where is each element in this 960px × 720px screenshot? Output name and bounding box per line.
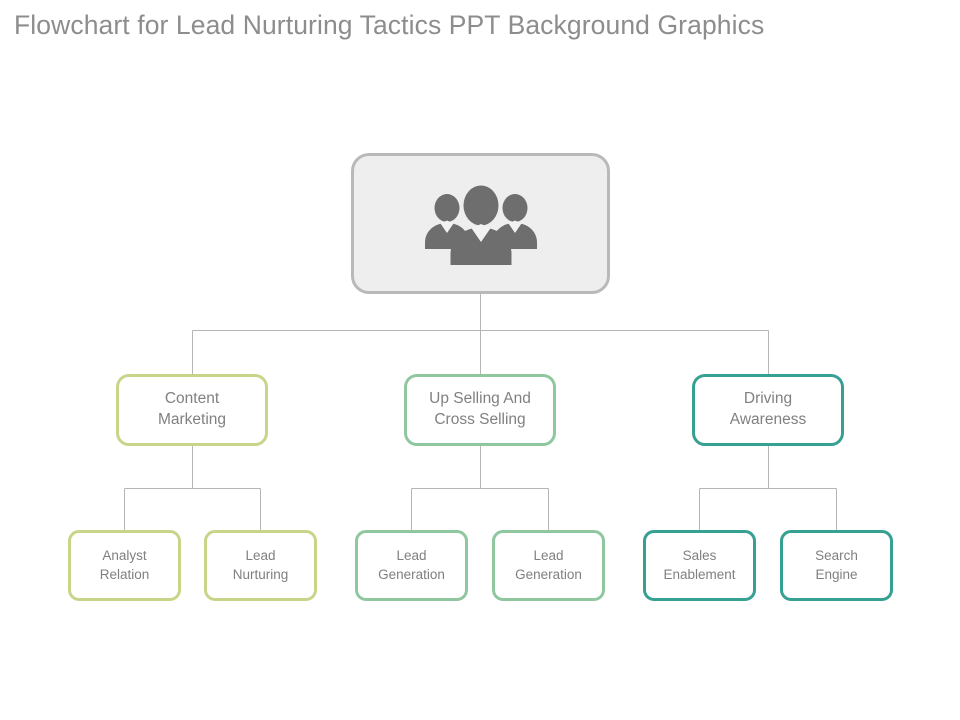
leaf-label-line2: Enablement — [663, 566, 736, 582]
leaf-label-line1: Lead — [245, 548, 276, 564]
branch-label: Up Selling And Cross Selling — [425, 389, 535, 431]
leaf-node-sales-enablement[interactable]: Sales Enablement — [643, 530, 756, 601]
page-title: Flowchart for Lead Nurturing Tactics PPT… — [14, 10, 765, 40]
leaf-label: Lead Generation — [374, 547, 449, 583]
leaf-label-line1: Search — [815, 548, 858, 564]
leaf-label-line1: Lead — [533, 548, 564, 564]
branch-label: Content Marketing — [154, 389, 230, 431]
branch-label-line1: Up Selling And — [429, 390, 531, 408]
branch-node-content-marketing[interactable]: Content Marketing — [116, 374, 268, 446]
leaf-label: Lead Nurturing — [229, 547, 293, 583]
branch-node-up-selling-and-cross-selling[interactable]: Up Selling And Cross Selling — [404, 374, 556, 446]
leaf-label: Analyst Relation — [96, 547, 154, 583]
leaf-label-line2: Nurturing — [232, 566, 289, 582]
leaf-node-lead-nurturing[interactable]: Lead Nurturing — [204, 530, 317, 601]
branch-label-line2: Awareness — [729, 411, 807, 428]
leaf-label: Lead Generation — [511, 547, 586, 583]
leaf-node-search-engine[interactable]: Search Engine — [780, 530, 893, 601]
branch-node-driving-awareness[interactable]: Driving Awareness — [692, 374, 844, 446]
leaf-node-analyst-relation[interactable]: Analyst Relation — [68, 530, 181, 601]
branch-label-line2: Cross Selling — [434, 411, 526, 428]
leaf-node-lead-generation-2[interactable]: Lead Generation — [492, 530, 605, 601]
leaf-label-line2: Generation — [515, 566, 582, 582]
leaf-label: Sales Enablement — [659, 547, 739, 583]
root-node[interactable] — [351, 153, 610, 294]
leaf-label-line2: Relation — [99, 566, 150, 582]
branch-label: Driving Awareness — [726, 389, 810, 431]
leaf-label-line1: Lead — [396, 548, 427, 564]
leaf-label: Search Engine — [811, 547, 862, 583]
leaf-node-lead-generation-1[interactable]: Lead Generation — [355, 530, 468, 601]
branch-label-line2: Marketing — [157, 411, 227, 428]
leaf-label-line1: Sales — [682, 548, 717, 564]
leaf-label-line2: Generation — [378, 566, 445, 582]
branch-label-line1: Driving — [743, 390, 793, 408]
people-group-icon — [421, 181, 541, 267]
leaf-label-line2: Engine — [815, 566, 858, 582]
leaf-label-line1: Analyst — [102, 548, 147, 564]
branch-label-line1: Content — [164, 390, 220, 408]
